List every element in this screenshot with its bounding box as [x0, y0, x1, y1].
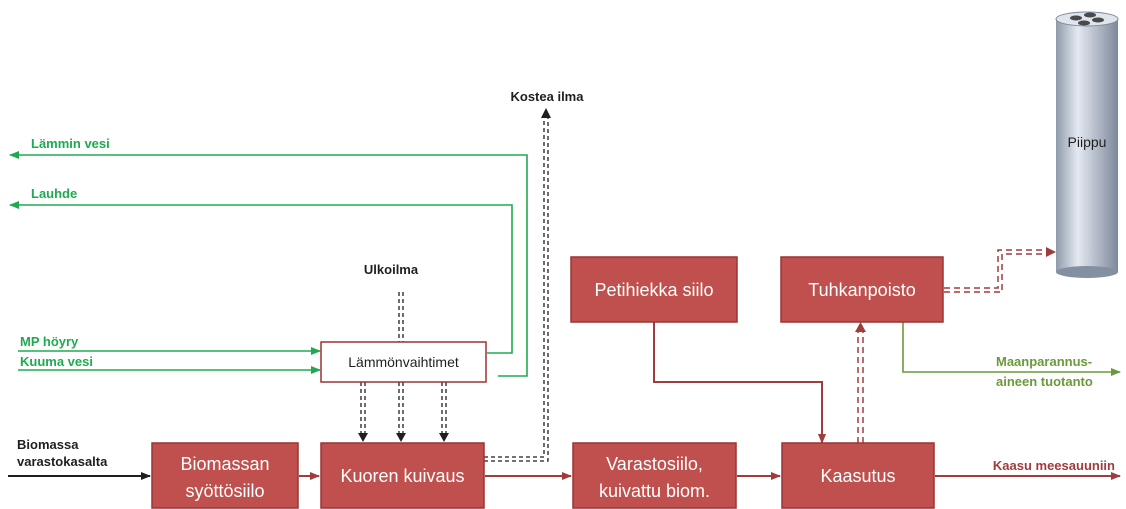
lammin-vesi-label: Lämmin vesi: [31, 136, 110, 151]
kostea-ilma-label: Kostea ilma: [511, 89, 585, 104]
flow-petihiekka-to-kaasutus: [653, 322, 826, 444]
lammonvaihtimet-label: Lämmönvaihtimet: [348, 354, 459, 370]
ulkoilma-label: Ulkoilma: [364, 262, 419, 277]
ulkoilma-arrow: [398, 292, 404, 342]
maanparannus-label-line1: Maanparannus-: [996, 354, 1092, 369]
lammonvaihtimet-box: Lämmönvaihtimet: [320, 341, 487, 383]
heat-exchanger-arrows: [358, 382, 449, 442]
maanparannus-line: [902, 322, 1121, 376]
petihiekka-siilo-box: Petihiekka siilo: [570, 256, 738, 323]
kaasutus-box: Kaasutus: [781, 442, 935, 509]
tuhkanpoisto-label: Tuhkanpoisto: [808, 280, 915, 300]
kuoren-kuivaus-label: Kuoren kuivaus: [340, 466, 464, 486]
biomassa-label-line2: varastokasalta: [17, 454, 108, 469]
kaasu-meesauuniin-label: Kaasu meesauuniin: [993, 458, 1115, 473]
kuoren-kuivaus-box: Kuoren kuivaus: [320, 442, 485, 509]
varastosiilo-label-line1: Varastosiilo,: [606, 454, 703, 474]
maanparannus-label-line2: aineen tuotanto: [996, 374, 1093, 389]
biomassa-label-line1: Biomassa: [17, 437, 79, 452]
kostea-ilma-arrow: [484, 108, 551, 462]
kuuma-vesi-label: Kuuma vesi: [20, 354, 93, 369]
mp-hoyry-label: MP höyry: [20, 334, 79, 349]
varastosiilo-label-line2: kuivattu biom.: [599, 481, 710, 501]
lauhde-line: [9, 201, 513, 354]
biomassan-syottosiilo-label-line2: syöttösiilo: [185, 481, 264, 501]
varastosiilo-box: Varastosiilo, kuivattu biom.: [572, 442, 737, 509]
piippu-label: Piippu: [1068, 134, 1107, 150]
biomassan-syottosiilo-box: Biomassan syöttösiilo: [151, 442, 299, 509]
tuhkanpoisto-to-piippu-arrow: [944, 247, 1056, 293]
chimney-flue-icon: [1070, 12, 1104, 26]
lammin-vesi-line: [9, 151, 528, 377]
tuhkanpoisto-box: Tuhkanpoisto: [780, 256, 944, 323]
lauhde-label: Lauhde: [31, 186, 77, 201]
piippu-chimney: Piippu: [1055, 11, 1119, 278]
kaasutus-to-tuhkanpoisto-arrow: [855, 322, 866, 443]
petihiekka-siilo-label: Petihiekka siilo: [594, 280, 713, 300]
kaasutus-label: Kaasutus: [820, 466, 895, 486]
biomassan-syottosiilo-label-line1: Biomassan: [180, 454, 269, 474]
